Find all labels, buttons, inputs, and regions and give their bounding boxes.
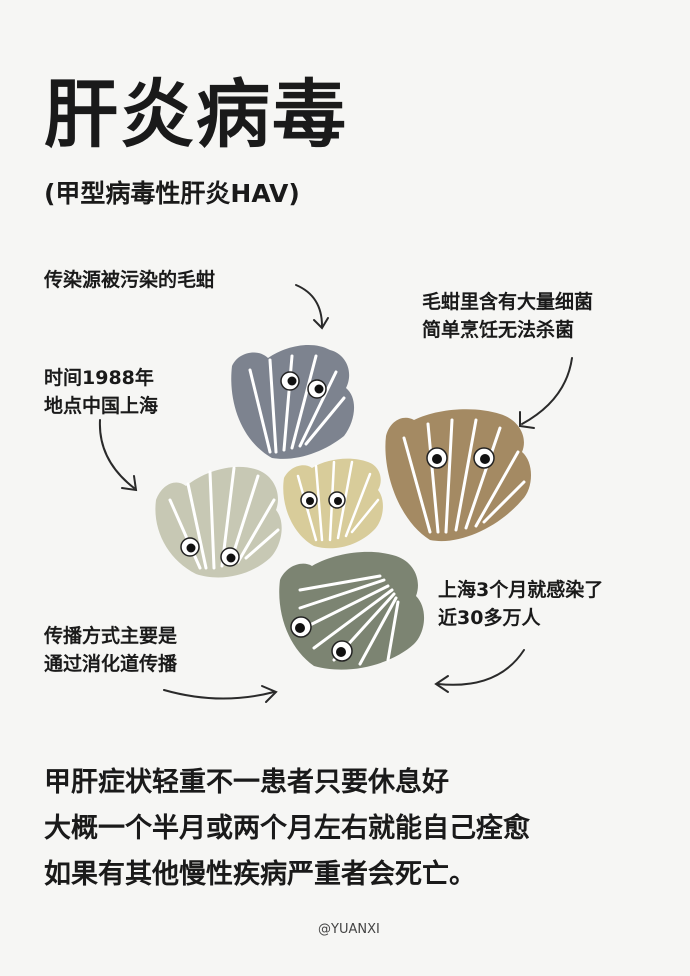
arrows <box>98 284 573 703</box>
arrow-infected <box>437 649 525 686</box>
note-time-line: 时间1988年 <box>44 367 154 389</box>
arrowhead-transmission <box>261 685 278 703</box>
note-time-place: 时间1988年 地点中国上海 <box>44 364 158 420</box>
note-bacteria-line-1: 毛蚶里含有大量细菌 <box>422 291 594 313</box>
arrow-time <box>98 419 135 489</box>
arrowhead-infected <box>434 675 449 693</box>
page-subtitle: (甲型病毒性肝炎HAV) <box>44 179 300 208</box>
shell-green <box>279 551 425 670</box>
summary-line-3: 如果有其他慢性疾病严重者会死亡。 <box>44 859 476 890</box>
note-infected: 上海3个月就感染了 近30多万人 <box>438 576 603 632</box>
arrowhead-bacteria <box>519 411 535 429</box>
note-transmission: 传播方式主要是 通过消化道传播 <box>44 622 177 678</box>
note-place-line: 地点中国上海 <box>44 395 159 417</box>
arrowhead-time <box>121 475 138 492</box>
shell-gray <box>231 344 355 459</box>
note-infected-line-2: 近30多万人 <box>438 607 541 629</box>
summary-line-1: 甲肝症状轻重不一患者只要休息好 <box>44 767 449 798</box>
arrow-source <box>295 284 323 327</box>
note-source-text: 传染源被污染的毛蚶 <box>44 269 216 291</box>
arrow-transmission <box>163 689 275 700</box>
shell-cream <box>283 458 383 549</box>
summary-text: 甲肝症状轻重不一患者只要休息好 大概一个半月或两个月左右就能自己痊愈 如果有其他… <box>44 760 530 898</box>
shell-pale <box>155 466 282 578</box>
author-credit: @YUANXI <box>318 922 380 937</box>
shell-brown <box>385 409 531 542</box>
note-bacteria: 毛蚶里含有大量细菌 简单烹饪无法杀菌 <box>422 288 593 344</box>
arrow-bacteria <box>521 357 573 425</box>
note-bacteria-line-2: 简单烹饪无法杀菌 <box>422 319 575 341</box>
note-transmission-line-1: 传播方式主要是 <box>44 625 178 647</box>
page-title: 肝炎病毒 <box>44 72 348 158</box>
summary-line-2: 大概一个半月或两个月左右就能自己痊愈 <box>44 813 530 844</box>
note-infected-line-1: 上海3个月就感染了 <box>438 579 604 601</box>
note-source: 传染源被污染的毛蚶 <box>44 266 215 294</box>
note-transmission-line-2: 通过消化道传播 <box>44 653 178 675</box>
arrowhead-source <box>313 317 329 330</box>
